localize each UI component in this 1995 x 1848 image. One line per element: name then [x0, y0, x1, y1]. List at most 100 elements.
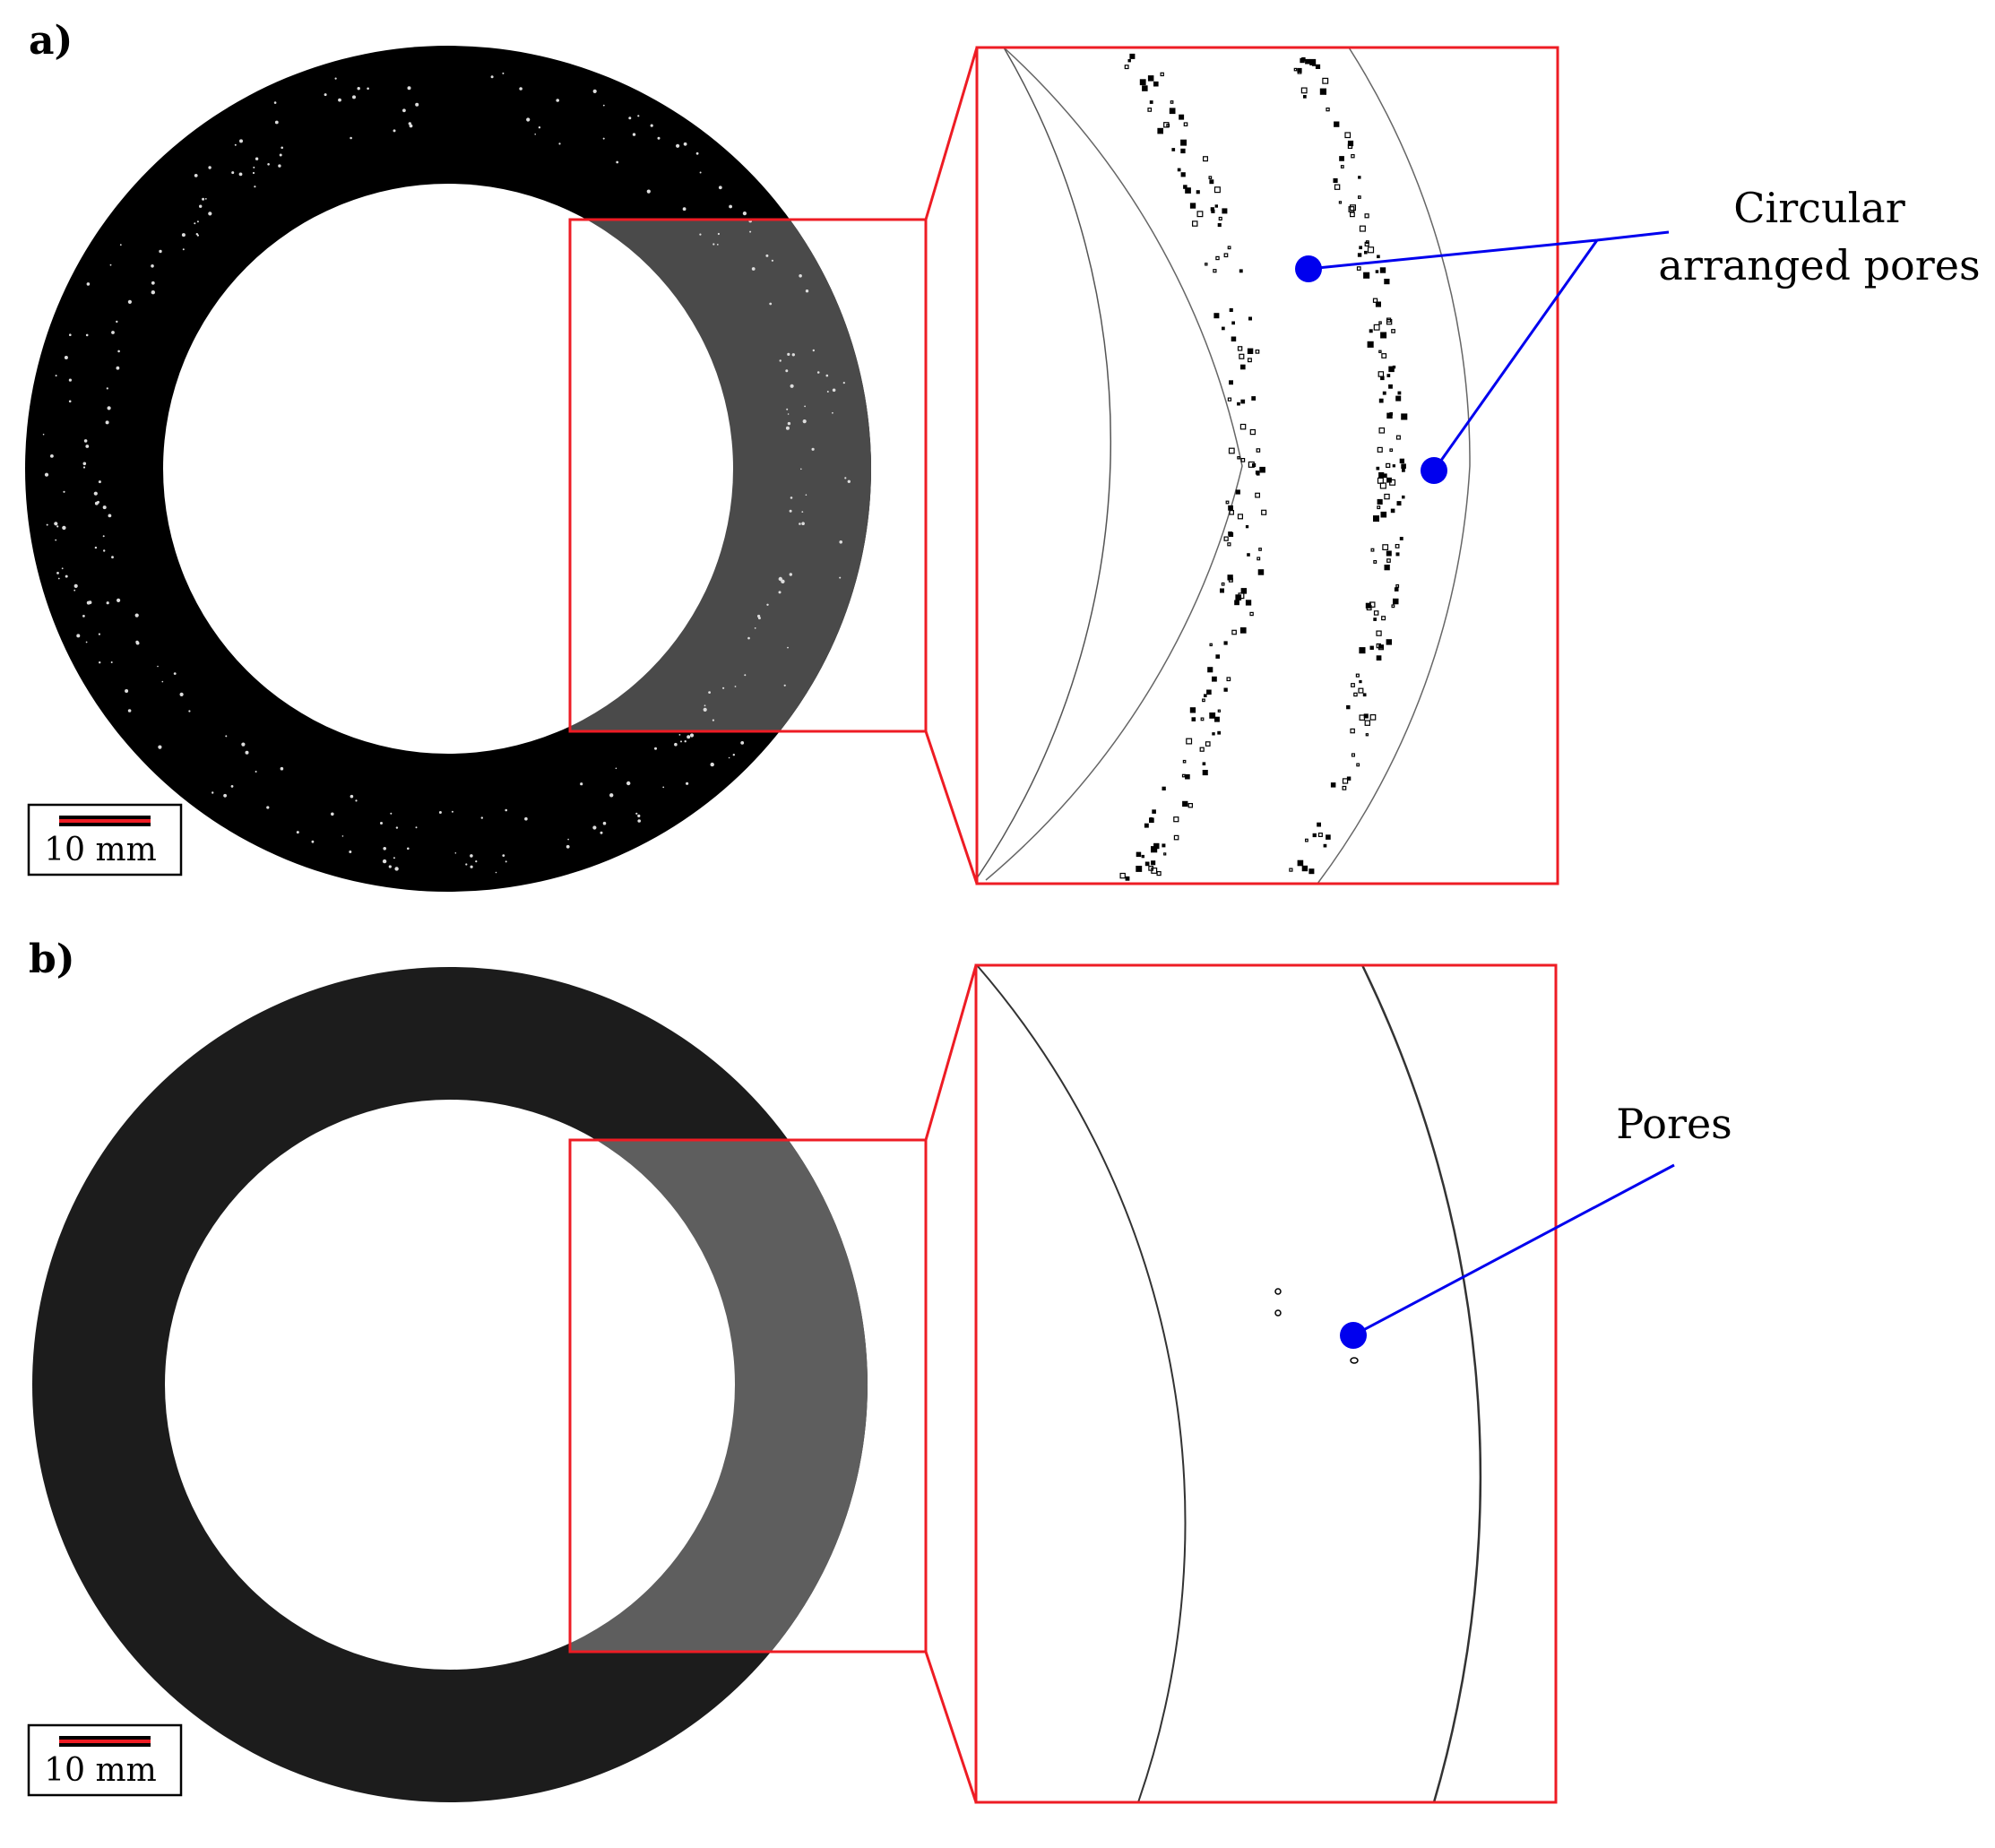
pore-dot — [1399, 536, 1403, 540]
pore-dot — [56, 525, 59, 528]
pore-dot — [722, 687, 725, 689]
pore-dot — [580, 782, 583, 786]
pore-dot — [1248, 316, 1252, 321]
pore-dot — [602, 821, 607, 825]
pore-dot — [799, 274, 802, 278]
pore-dot — [415, 826, 418, 829]
pore-dot — [674, 742, 678, 747]
pore-dot — [1202, 762, 1206, 766]
pore-dot — [1210, 207, 1214, 212]
pore-dot — [82, 466, 86, 469]
pore-dot — [1141, 854, 1144, 859]
pore-dot — [350, 794, 354, 799]
pore-dot — [1391, 604, 1395, 609]
pore-dot — [390, 812, 393, 815]
pore-dot — [826, 391, 829, 393]
pore-dot — [1173, 834, 1179, 841]
pore-dot — [69, 333, 72, 337]
pore-dot — [117, 598, 121, 603]
pore-dot — [451, 810, 453, 813]
pore-dot — [1297, 69, 1302, 74]
pore-dot — [1392, 464, 1396, 468]
pore-dot — [1251, 396, 1257, 401]
detail-a-frame — [975, 46, 1559, 885]
pore-dot — [790, 384, 794, 388]
pore-dot — [1169, 108, 1176, 115]
pore-dot — [157, 665, 159, 668]
pore-dot — [844, 477, 847, 479]
pore-dot — [1171, 148, 1176, 151]
pore-dot — [1223, 253, 1229, 258]
pore-dot — [657, 136, 661, 140]
pore-dot — [357, 87, 360, 91]
pore-dot — [842, 382, 845, 384]
pore-dot — [825, 374, 829, 377]
pore-dot — [800, 468, 802, 471]
pore-dot — [393, 857, 395, 859]
pore-dot — [1378, 371, 1385, 377]
pore-dot — [766, 603, 769, 606]
pore-dot — [1214, 204, 1218, 208]
pore-dot — [783, 684, 786, 687]
pore-dot — [1148, 817, 1154, 824]
pore-dot — [1396, 501, 1402, 506]
pore-dot — [1228, 505, 1234, 511]
pore-dot — [1200, 717, 1205, 721]
pore-dot — [1217, 730, 1222, 735]
pore-dot — [127, 299, 132, 304]
detail-a-pores — [1119, 53, 1408, 881]
detail-b-frame — [974, 963, 1558, 1804]
pore-dot — [1235, 489, 1240, 495]
pore-dot — [1237, 346, 1243, 351]
pore-dot — [1395, 583, 1400, 588]
pore-dot — [73, 583, 78, 589]
pore-dot — [151, 264, 154, 268]
pore-dot — [1151, 867, 1158, 874]
pore-dot — [127, 709, 132, 712]
pore-dot — [600, 831, 603, 834]
pore-dot — [1357, 195, 1361, 199]
zoom-connector-bottom-b — [924, 1651, 978, 1803]
pore-dot — [1156, 870, 1162, 877]
pore-dot — [1239, 626, 1247, 634]
pore-dot — [1386, 558, 1391, 563]
pore-dot — [1386, 462, 1391, 469]
pore-dot — [382, 859, 387, 864]
pore-dot — [223, 793, 228, 798]
pore-dot — [231, 171, 235, 175]
pore-dot — [740, 741, 745, 745]
pore-dot — [1359, 679, 1362, 684]
pore-dot — [1231, 629, 1237, 635]
pore-dot — [108, 514, 112, 518]
pore-dot — [267, 163, 270, 166]
pore-dot — [239, 139, 243, 143]
pore-dot — [88, 600, 92, 605]
pore-dot — [1378, 321, 1382, 324]
pore-dot — [85, 445, 90, 448]
pore-dot — [383, 847, 387, 851]
pore-dot — [194, 174, 198, 177]
pore-dot — [1382, 544, 1389, 550]
pore-dot — [558, 142, 561, 145]
pore-dot — [1372, 298, 1378, 303]
pore-dot — [1189, 203, 1196, 209]
pore-dot — [225, 735, 228, 738]
pore-dot — [695, 151, 699, 155]
pore-dot — [847, 479, 851, 483]
pore-dot — [1231, 321, 1236, 325]
pore-dot — [1376, 630, 1382, 636]
pore-dot — [1202, 769, 1208, 776]
pore-dot — [1189, 707, 1196, 713]
pore-dot — [395, 826, 399, 829]
pore-dot — [1136, 865, 1143, 872]
pore-dot — [787, 413, 790, 415]
panel-b: b) Pores — [27, 937, 1732, 1804]
scale-bar-b: 10 mm — [27, 1723, 183, 1797]
pore-dot — [1363, 272, 1370, 279]
pore-dot — [1142, 85, 1148, 91]
pore-dot — [1380, 332, 1387, 339]
pore-dot — [1395, 543, 1400, 548]
pore-dot — [1380, 511, 1387, 518]
pore-dot — [402, 108, 406, 113]
pore-dot — [1358, 687, 1364, 694]
